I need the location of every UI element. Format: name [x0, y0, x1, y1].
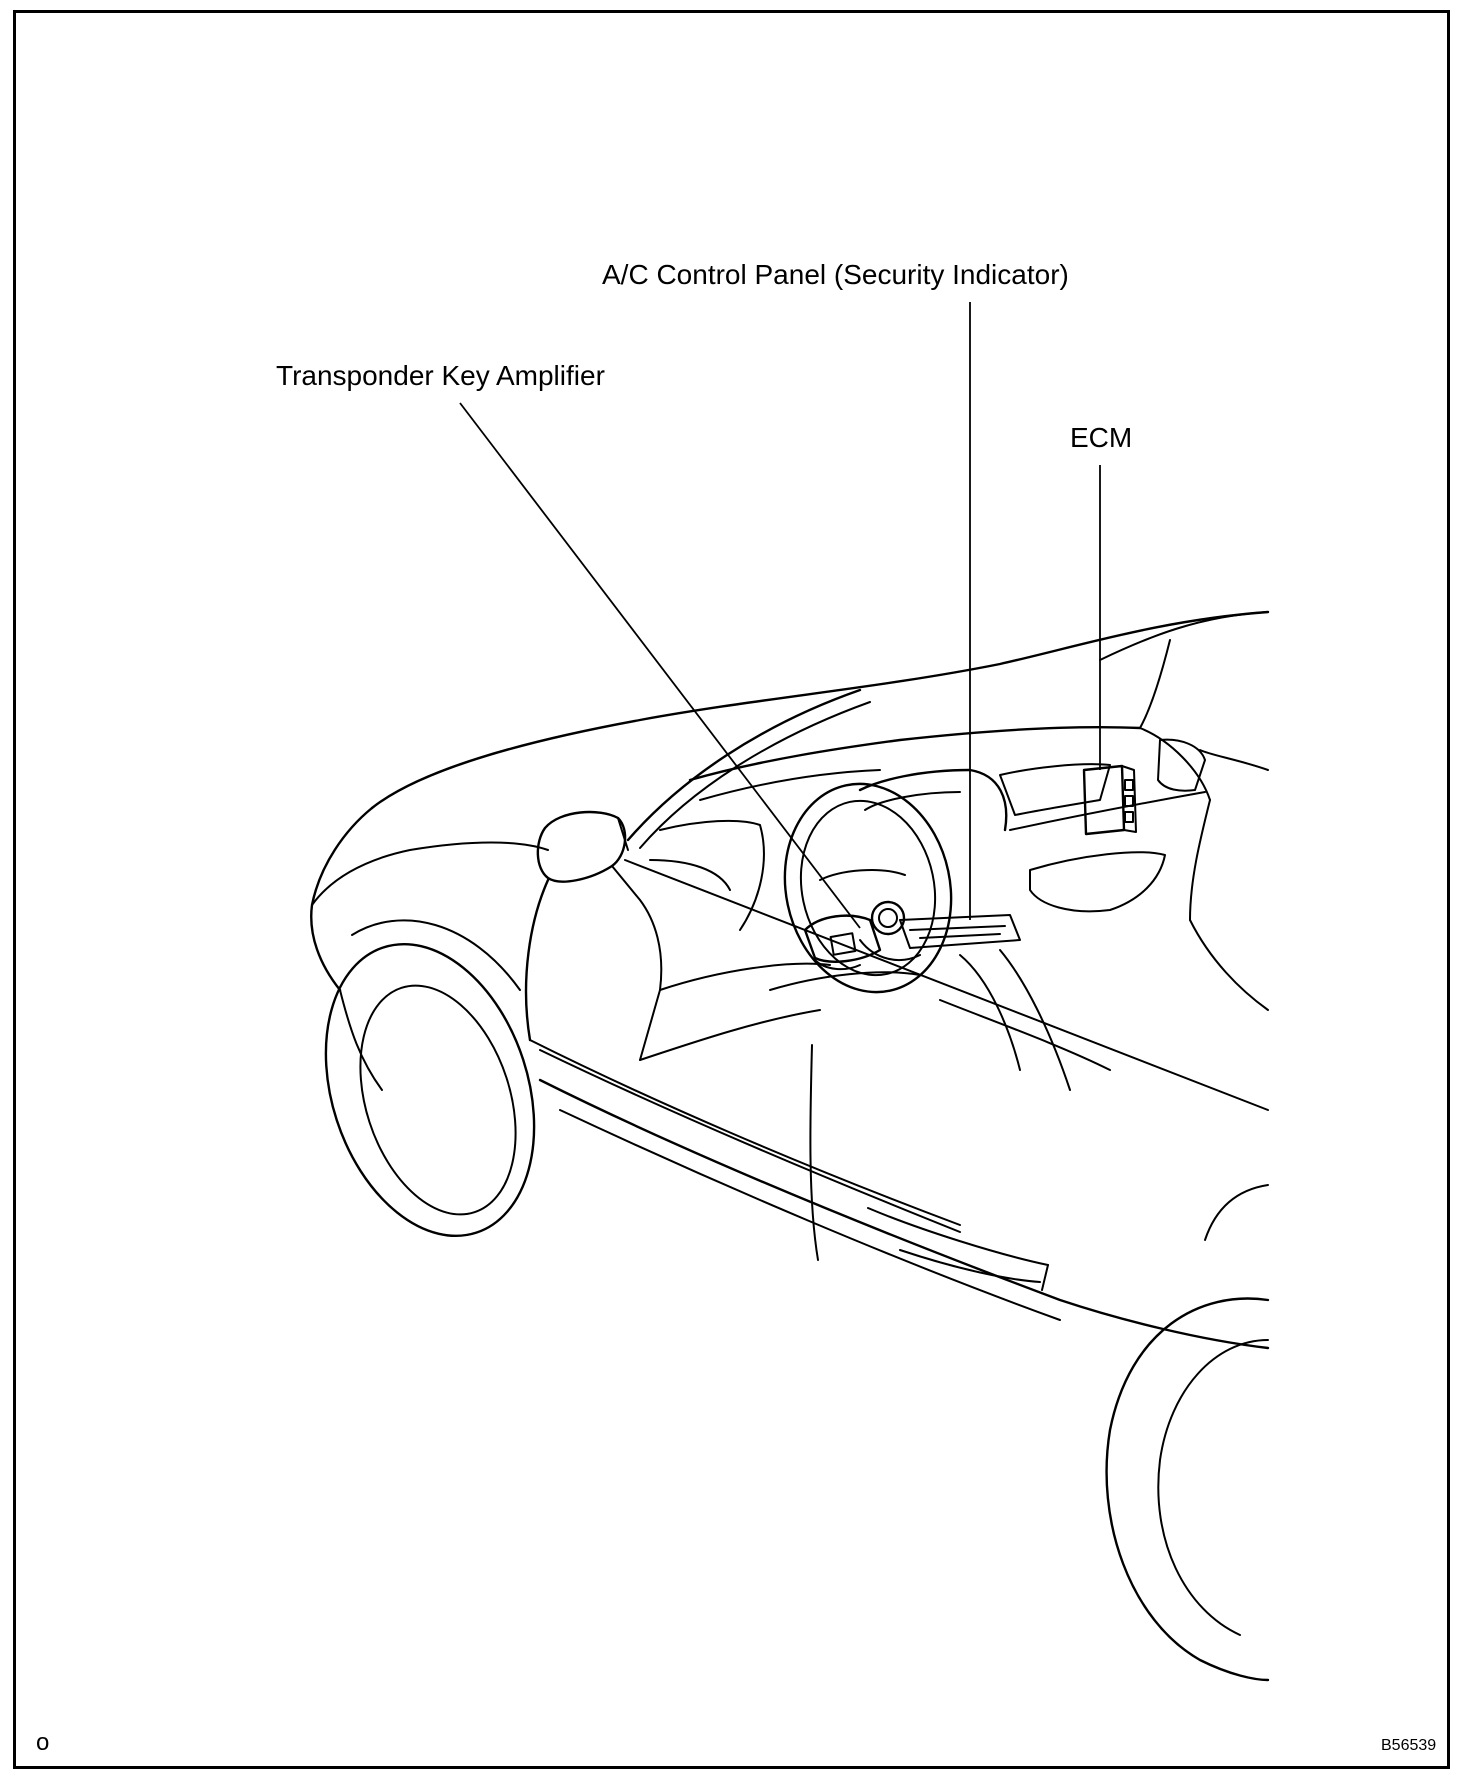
- rear-wheel: [1105, 1184, 1270, 1682]
- corner-mark: o: [36, 1729, 50, 1756]
- door-frame: [524, 688, 1269, 1291]
- car-body-outline: [310, 610, 1270, 1350]
- label-transponder-key-amplifier: Transponder Key Amplifier: [276, 360, 605, 391]
- front-wheel: [324, 919, 536, 1238]
- steering-wheel: [769, 782, 953, 994]
- label-ac-control-panel: A/C Control Panel (Security Indicator): [602, 259, 1069, 290]
- side-mirror: [536, 810, 629, 883]
- leader-transponder-key-amplifier: [459, 402, 861, 929]
- figure-code: B56539: [1381, 1737, 1437, 1754]
- label-ecm: ECM: [1070, 422, 1133, 453]
- diagram-frame: [13, 10, 1450, 1769]
- leader-lines: [459, 302, 1101, 929]
- ecm-unit: [1082, 764, 1137, 836]
- dashboard: [639, 639, 1269, 1091]
